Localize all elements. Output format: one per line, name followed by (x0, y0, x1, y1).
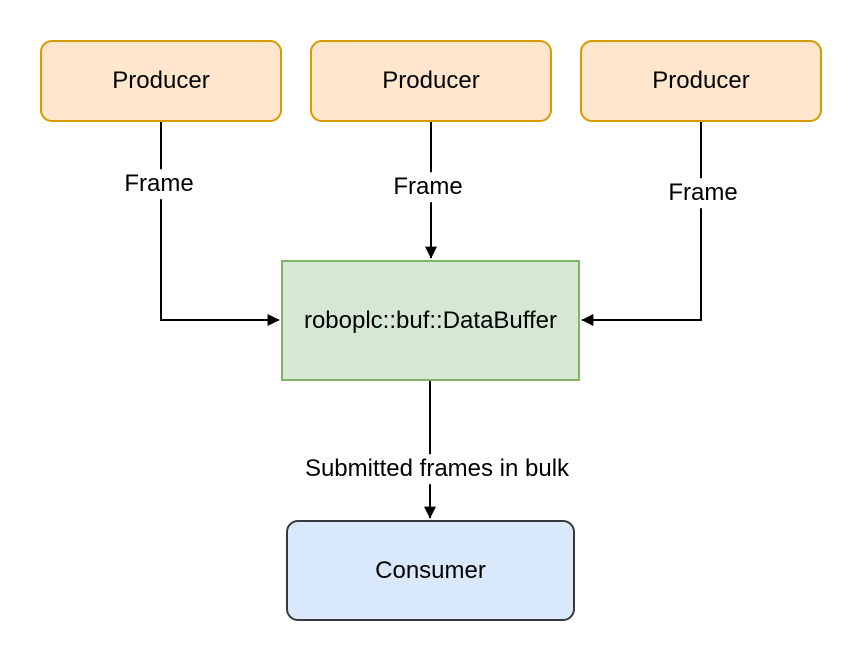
edge-label-submitted-bulk: Submitted frames in bulk (300, 454, 574, 484)
node-producer-1: Producer (40, 40, 282, 122)
node-databuffer: roboplc::buf::DataBuffer (281, 260, 580, 381)
node-producer-1-label: Producer (112, 67, 210, 94)
edge-frame-1 (160, 122, 280, 326)
edge-label-frame-2: Frame (389, 172, 467, 202)
edge-label-frame-1: Frame (120, 169, 198, 199)
node-consumer: Consumer (286, 520, 575, 621)
node-producer-2-label: Producer (382, 67, 480, 94)
node-producer-3: Producer (580, 40, 822, 122)
edge-label-frame-3: Frame (664, 178, 742, 208)
node-producer-2: Producer (310, 40, 552, 122)
edge-frame-3 (581, 122, 702, 326)
node-databuffer-label: roboplc::buf::DataBuffer (303, 306, 558, 334)
node-consumer-label: Consumer (375, 556, 486, 584)
node-producer-3-label: Producer (652, 67, 750, 94)
